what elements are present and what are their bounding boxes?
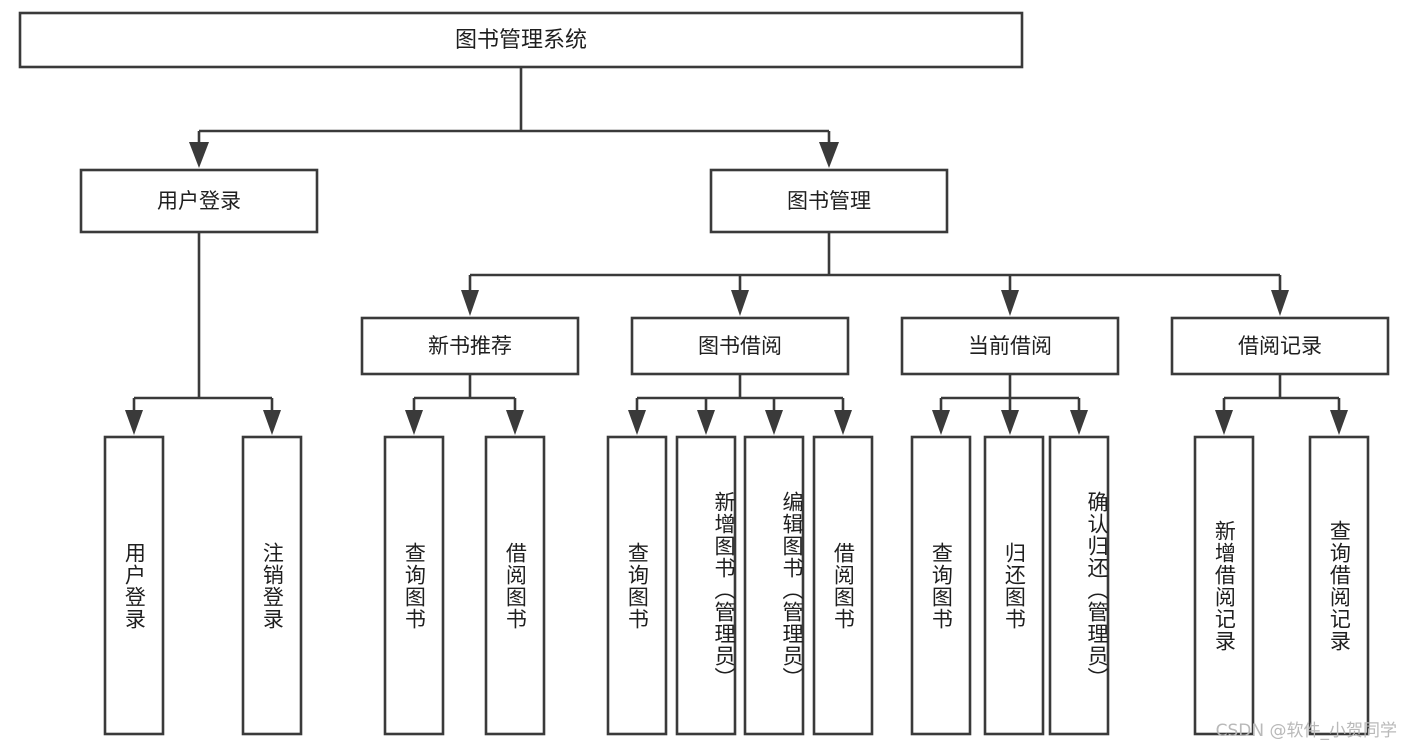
arrow-head-icon [263, 410, 281, 435]
node-book-borrow-label: 图书借阅 [698, 334, 782, 358]
arrow-head-icon [932, 410, 950, 435]
arrow-head-icon [1215, 410, 1233, 435]
connector-group-new-book-rec [405, 374, 524, 435]
arrow-head-icon [1070, 410, 1088, 435]
arrow-head-icon [1001, 410, 1019, 435]
node-leaf-query-book-2-box[interactable] [606, 435, 668, 736]
arrow-head-icon [765, 410, 783, 435]
node-leaf-edit-book-box[interactable] [743, 435, 805, 736]
arrow-head-icon [1330, 410, 1348, 435]
node-book-manage-box[interactable] [709, 168, 949, 234]
node-new-book-rec[interactable]: 新书推荐 [360, 316, 580, 376]
arrow-head-icon [189, 142, 209, 168]
node-leaf-user-login-box[interactable] [103, 435, 165, 736]
arrow-head-icon [506, 410, 524, 435]
leaf-boxes-group [103, 435, 1370, 736]
node-user-login-box[interactable] [79, 168, 319, 234]
node-book-borrow-box[interactable] [630, 316, 850, 376]
node-book-manage-label: 图书管理 [787, 189, 871, 213]
arrow-head-icon [1271, 290, 1289, 316]
arrow-head-icon [461, 290, 479, 316]
connector-group-current-borrow [932, 374, 1088, 435]
connector-group-borrow-record [1215, 374, 1348, 435]
connector-group-book-manage [461, 232, 1289, 316]
node-book-borrow[interactable]: 图书借阅 [630, 316, 850, 376]
node-book-manage[interactable]: 图书管理 [709, 168, 949, 234]
node-leaf-query-book-3-box[interactable] [910, 435, 972, 736]
node-new-book-rec-box[interactable] [360, 316, 580, 376]
node-leaf-query-book-1-box[interactable] [383, 435, 445, 736]
node-borrow-record-box[interactable] [1170, 316, 1390, 376]
arrow-head-icon [1001, 290, 1019, 316]
node-new-book-rec-label: 新书推荐 [428, 334, 512, 358]
node-borrow-record-label: 借阅记录 [1238, 334, 1322, 358]
node-current-borrow-label: 当前借阅 [968, 334, 1052, 358]
arrow-head-icon [731, 290, 749, 316]
node-user-login[interactable]: 用户登录 [79, 168, 319, 234]
arrow-head-icon [125, 410, 143, 435]
node-leaf-query-record-box[interactable] [1308, 435, 1370, 736]
arrow-head-icon [819, 142, 839, 168]
node-user-login-label: 用户登录 [157, 189, 241, 213]
node-leaf-return-book-box[interactable] [983, 435, 1045, 736]
node-borrow-record[interactable]: 借阅记录 [1170, 316, 1390, 376]
arrow-head-icon [834, 410, 852, 435]
node-current-borrow[interactable]: 当前借阅 [900, 316, 1120, 376]
arrow-head-icon [405, 410, 423, 435]
node-leaf-add-book-box[interactable] [675, 435, 737, 736]
node-leaf-add-record-box[interactable] [1193, 435, 1255, 736]
connector-group-root [189, 67, 839, 168]
node-root-label: 图书管理系统 [455, 28, 587, 53]
node-leaf-confirm-return-box[interactable] [1048, 435, 1110, 736]
watermark-text: CSDN @软件_小贺同学 [1215, 721, 1397, 741]
node-leaf-logout-box[interactable] [241, 435, 303, 736]
node-leaf-borrow-book-1-box[interactable] [484, 435, 546, 736]
arrow-head-icon [628, 410, 646, 435]
node-leaf-borrow-book-2-box[interactable] [812, 435, 874, 736]
arrow-head-icon [697, 410, 715, 435]
connector-group-book-borrow [628, 374, 852, 435]
connector-group-user-login [125, 232, 281, 435]
node-current-borrow-box[interactable] [900, 316, 1120, 376]
node-root-box[interactable] [18, 11, 1024, 69]
node-root[interactable]: 图书管理系统 [18, 11, 1024, 69]
